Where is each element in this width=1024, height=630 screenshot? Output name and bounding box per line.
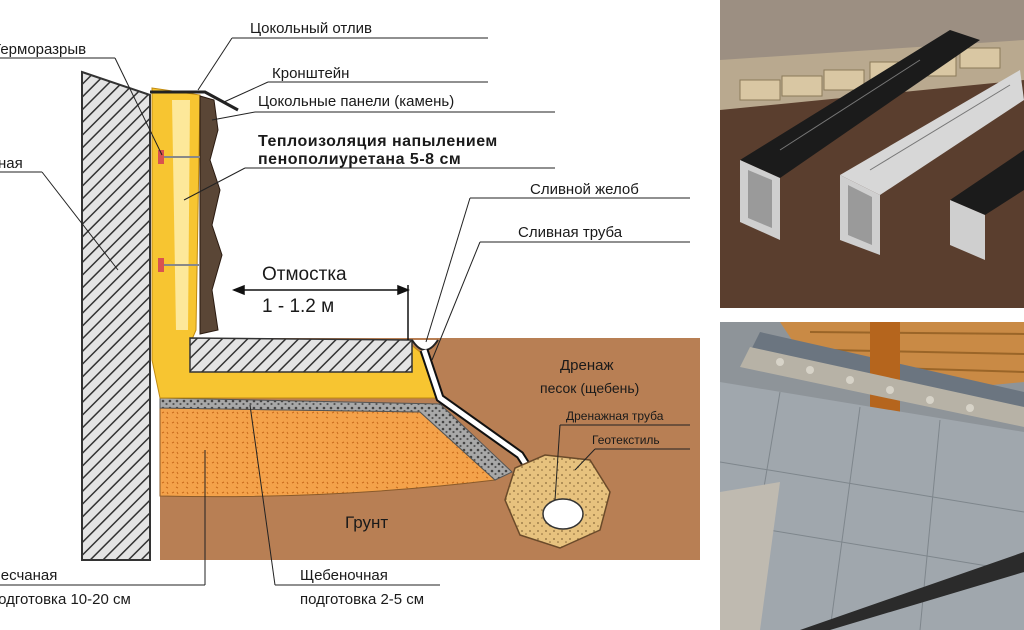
label-drainage: Дренаж [560, 357, 614, 374]
plinth-panels-stone [199, 95, 223, 335]
label-gravel-1: Щебеночная [300, 567, 388, 584]
label-sand-1: Песчаная [0, 567, 57, 584]
gravel-base-layer [159, 397, 513, 481]
foundation-wall [81, 70, 151, 561]
label-drain-gutter: Сливной желоб [530, 181, 639, 198]
label-drainage-fill: песок (щебень) [540, 380, 639, 396]
label-thermal-break: Терморазрыв [0, 41, 86, 58]
label-sand-2: подготовка 10-20 см [0, 591, 131, 608]
label-blind-area: Отмостка [262, 264, 347, 285]
label-drainage-pipe: Дренажная труба [566, 409, 664, 423]
label-soil: Грунт [345, 513, 388, 532]
label-plinth-flashing: Цокольный отлив [250, 20, 372, 37]
blind-area-slab [189, 337, 413, 373]
drainage-pipe-circle [542, 498, 584, 530]
paved-blind-area-photo [720, 322, 1024, 630]
plinth-flashing [150, 90, 239, 112]
label-plinth-panels: Цокольные панели (камень) [258, 93, 454, 110]
label-blind-area-width: 1 - 1.2 м [262, 296, 334, 317]
label-insulation-2: пенополиуретана 5-8 см [258, 151, 461, 168]
sand-base-layer [159, 407, 497, 498]
label-drain-pipe: Сливная труба [518, 224, 623, 241]
label-wall-fragment: ная [0, 155, 23, 172]
label-insulation-1: Теплоизоляция напылением [258, 133, 498, 150]
label-bracket: Кронштейн [272, 65, 349, 82]
foundation-drainage-diagram: Терморазрыв Цокольный отлив Кронштейн Цо… [0, 20, 700, 608]
blind-area-dimension [231, 284, 411, 340]
label-gravel-2: подготовка 2-5 см [300, 591, 424, 608]
bracket-2 [158, 258, 164, 272]
bracket-1 [158, 150, 164, 164]
label-geotextile: Геотекстиль [592, 433, 660, 447]
drainage-channels-photo [720, 0, 1024, 308]
